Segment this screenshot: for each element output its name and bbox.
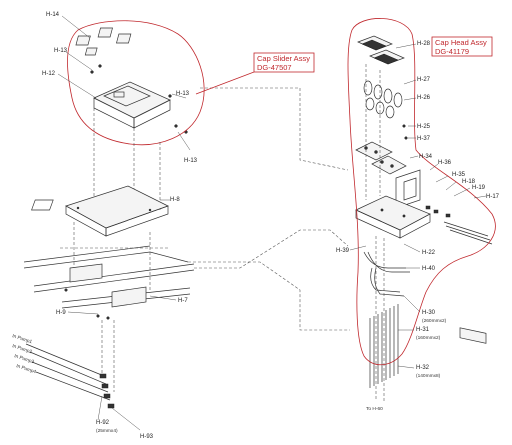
label-h17: H-17 (486, 194, 500, 200)
label-h34: H-34 (419, 154, 433, 160)
label-h92-length: (25mmx4) (96, 428, 118, 434)
cap-base-h22 (355, 195, 431, 239)
cap-slider-group (67, 20, 205, 146)
cap-head-outline (347, 18, 496, 366)
label-h12: H-12 (42, 71, 56, 77)
callout-head-title: Cap Head Assy (435, 38, 487, 47)
callout-cap-head: Cap Head Assy DG-41179 (431, 36, 493, 57)
callout-head-code: DG-41179 (435, 47, 469, 56)
guide-lines-left (60, 108, 170, 392)
label-h39: H-39 (336, 248, 350, 254)
label-h36: H-36 (438, 160, 452, 166)
label-h7: H-7 (178, 298, 188, 304)
long-connectors (188, 87, 350, 331)
pump-tubes (25, 343, 115, 409)
label-h14: H-14 (46, 12, 60, 18)
label-h92: H-92 (96, 420, 110, 426)
label-h30: H-30 (422, 310, 436, 316)
guide-lines-right (365, 64, 385, 402)
label-h31: H-31 (416, 327, 430, 333)
label-h25: H-25 (417, 124, 431, 130)
base-plate-h8 (31, 185, 169, 237)
cap-holders-h25-h37 (355, 124, 408, 175)
label-h40: H-40 (422, 266, 436, 272)
cap-parts-h14 (75, 27, 132, 56)
label-h32-length: (140mmx8) (416, 373, 441, 379)
label-h26: H-26 (417, 95, 431, 101)
slider-plate-h12 (93, 81, 171, 129)
label-h18: H-18 (462, 179, 476, 185)
cap-head-group (347, 18, 496, 402)
label-h31-length: (160mmx2) (416, 335, 441, 341)
label-h22: H-22 (422, 250, 436, 256)
label-h32: H-32 (416, 365, 430, 371)
cap-heads-h28 (357, 35, 405, 65)
leader-lines (57, 15, 487, 431)
callout-slider-title: Cap Slider Assy (257, 54, 310, 63)
label-h30-length: (260mmx2) (422, 318, 447, 324)
label-pump4: In Pump4 (15, 363, 37, 375)
label-to-h60: To H-60 (366, 406, 383, 412)
callout-slider-code: DG-47507 (257, 63, 292, 72)
label-h27: H-27 (417, 77, 431, 83)
label-h35: H-35 (452, 172, 466, 178)
label-h13-right: H-13 (176, 91, 190, 97)
cap-frame-h34 (395, 169, 421, 209)
label-h93: H-93 (140, 434, 154, 440)
label-pump1: In Pump1 (11, 333, 33, 345)
label-h37: H-37 (417, 136, 431, 142)
tubes-lower (363, 251, 410, 388)
label-h13-bottom: H-13 (184, 158, 198, 164)
label-h28: H-28 (417, 41, 431, 47)
label-h8: H-8 (170, 197, 180, 203)
label-h9: H-9 (56, 310, 66, 316)
label-h13-top: H-13 (54, 48, 68, 54)
brackets-h7 (64, 263, 147, 320)
springs-h27-h26 (363, 80, 403, 119)
label-h19: H-19 (472, 185, 486, 191)
callout-cap-slider: Cap Slider Assy DG-47507 (195, 52, 315, 95)
side-parts (425, 205, 493, 344)
